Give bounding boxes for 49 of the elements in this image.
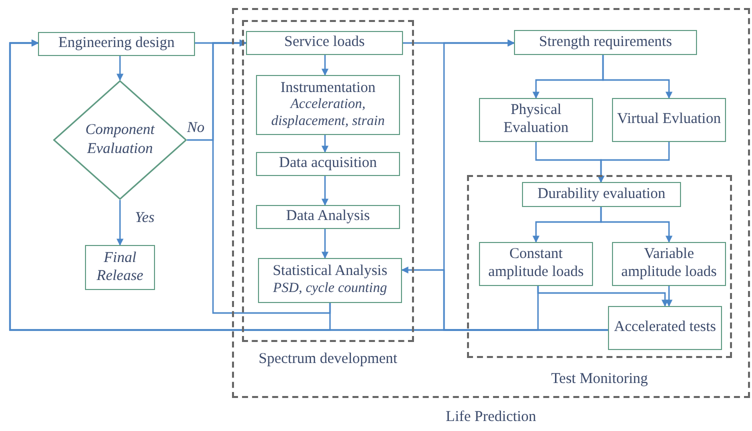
box-label: Durability evaluation: [538, 186, 666, 204]
box-label: Physical Evaluation: [502, 102, 570, 138]
arrow: [212, 40, 331, 314]
process-box: [608, 306, 722, 350]
box-label: Service loads: [284, 34, 365, 52]
process-box: [522, 182, 681, 207]
process-box: [256, 205, 400, 229]
box-label: Variable amplitude loads: [620, 246, 718, 282]
process-box: [256, 152, 400, 176]
arrow: [602, 55, 672, 99]
group-label: Spectrum development: [258, 351, 398, 368]
process-box: [612, 98, 726, 142]
arrow: [322, 176, 328, 206]
process-box: [256, 75, 400, 135]
box-label: Virtual Evluation: [617, 111, 721, 129]
process-box: [514, 30, 697, 55]
process-box: [479, 242, 593, 286]
box-label: Accelerated tests: [614, 319, 716, 337]
box-label: Engineering design: [58, 35, 175, 53]
process-box: [38, 32, 195, 56]
box-sublabel: Acceleration, displacement, strain: [270, 97, 386, 130]
group-label: Life Prediction: [444, 409, 538, 426]
process-box: [246, 31, 403, 55]
arrow: [403, 40, 515, 46]
box-label: Strength requirements: [539, 34, 672, 52]
box-label: Statistical Analysis: [272, 263, 388, 282]
arrow: [116, 56, 124, 81]
process-box: [612, 242, 726, 286]
arrow: [322, 55, 328, 76]
box-label: Data Analysis: [286, 208, 370, 226]
group-label: Test Monitoring: [550, 371, 649, 388]
box-label: Component Evaluation: [85, 122, 155, 157]
decision-diamond: [53, 80, 187, 200]
arrow: [116, 200, 124, 246]
arrow: [598, 142, 670, 183]
box-sublabel: PSD, cycle counting: [273, 281, 387, 298]
box-label: Final Release: [96, 250, 144, 286]
box-label: Instrumentation: [280, 80, 376, 98]
process-box: [85, 245, 155, 290]
box-label: Constant amplitude loads: [487, 246, 585, 282]
process-box: [258, 258, 402, 303]
arrow: [322, 229, 328, 259]
process-box: [479, 98, 593, 142]
arrow: [537, 286, 668, 307]
arrow: [401, 266, 608, 331]
arrow: [322, 135, 328, 153]
arrow: [600, 207, 672, 243]
box-label: Data acquisition: [279, 155, 377, 173]
arrow: [666, 286, 672, 307]
